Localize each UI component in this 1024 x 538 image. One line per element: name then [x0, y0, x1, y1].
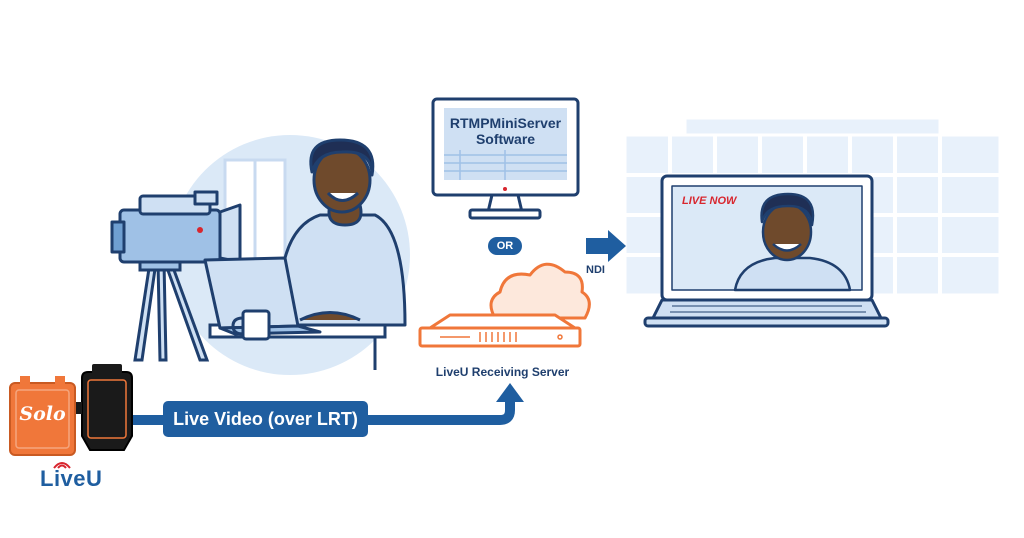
- receiving-server-icon: [418, 262, 591, 348]
- ndi-label: NDI: [586, 264, 605, 276]
- ndi-arrow: [586, 230, 626, 262]
- streamed-person: [733, 192, 852, 292]
- liveu-logo: LiveU: [40, 466, 103, 491]
- solo-device-label: Solo: [19, 403, 66, 425]
- presenter-person: [278, 138, 407, 327]
- monitor-software-title-line1: RTMPMiniServer: [449, 115, 562, 131]
- receiving-server-label: LiveU Receiving Server: [435, 365, 570, 379]
- live-now-badge: LIVE NOW: [682, 195, 737, 207]
- solo-encoder: [9, 376, 76, 456]
- coffee-mug: [231, 309, 271, 341]
- or-badge: OR: [488, 237, 522, 255]
- live-video-flow-label: Live Video (over LRT): [163, 401, 368, 437]
- black-encoder-unit: [76, 364, 133, 451]
- liveu-logo-wifi-icon: [53, 462, 71, 469]
- desktop-monitor: [431, 97, 580, 220]
- video-camera: [110, 190, 242, 264]
- monitor-software-title-line2: Software: [475, 131, 536, 147]
- lrt-flow-arrow: [120, 383, 524, 425]
